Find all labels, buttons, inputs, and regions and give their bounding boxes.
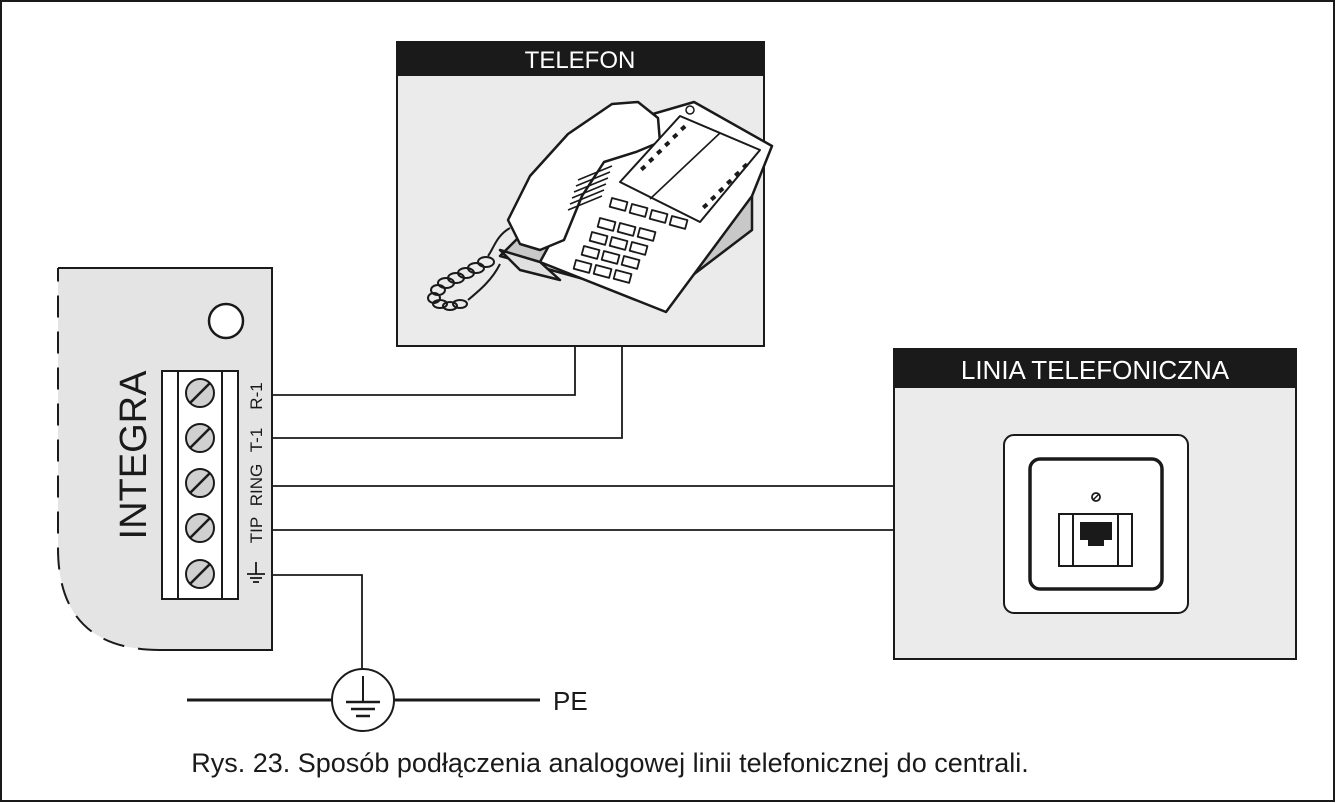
memory-keys (640, 124, 749, 210)
panel-name: INTEGRA (113, 370, 155, 540)
line-header-bar (894, 349, 1296, 388)
wire-t1 (272, 346, 623, 439)
terminal-screw-1 (185, 378, 215, 408)
mounting-hole (207, 302, 245, 340)
pe-label: PE (553, 686, 588, 716)
terminal-label-tip: TIP (247, 517, 266, 543)
line-box: LINIA TELEFONICZNA (893, 348, 1297, 660)
terminal-label-ring: RING (247, 464, 266, 507)
terminal-screw-3 (185, 468, 215, 498)
rj11-port (1080, 522, 1112, 546)
telephone-icon (427, 100, 774, 314)
function-keys (608, 197, 689, 230)
wall-socket-icon (1003, 434, 1189, 614)
wires (272, 346, 894, 676)
line-header: LINIA TELEFONICZNA (961, 355, 1230, 385)
terminal-label-r1: R-1 (247, 382, 266, 409)
pe-ground (187, 668, 540, 732)
wire-r1 (272, 346, 576, 396)
telefon-header-bar (397, 42, 764, 76)
terminal-screw-4 (185, 513, 215, 543)
integra-panel: INTEGRA R-1 T-1 RING TIP (57, 267, 273, 651)
panel-outline-dashed (57, 268, 161, 651)
telefon-header: TELEFON (525, 47, 636, 74)
handset-grip (567, 165, 613, 211)
terminal-screw-2 (185, 423, 215, 453)
terminal-ground-symbol (247, 562, 265, 583)
wire-ground (272, 574, 363, 676)
keypad (572, 217, 657, 284)
coiled-cord (427, 227, 511, 311)
earth-icon (331, 668, 395, 732)
telefon-box: TELEFON (396, 41, 774, 347)
terminal-label-t1: T-1 (247, 428, 266, 453)
panel-outline-solid (58, 267, 273, 651)
terminal-screw-5 (185, 559, 215, 589)
figure-caption: Rys. 23. Sposób podłączenia analogowej l… (191, 748, 1029, 778)
